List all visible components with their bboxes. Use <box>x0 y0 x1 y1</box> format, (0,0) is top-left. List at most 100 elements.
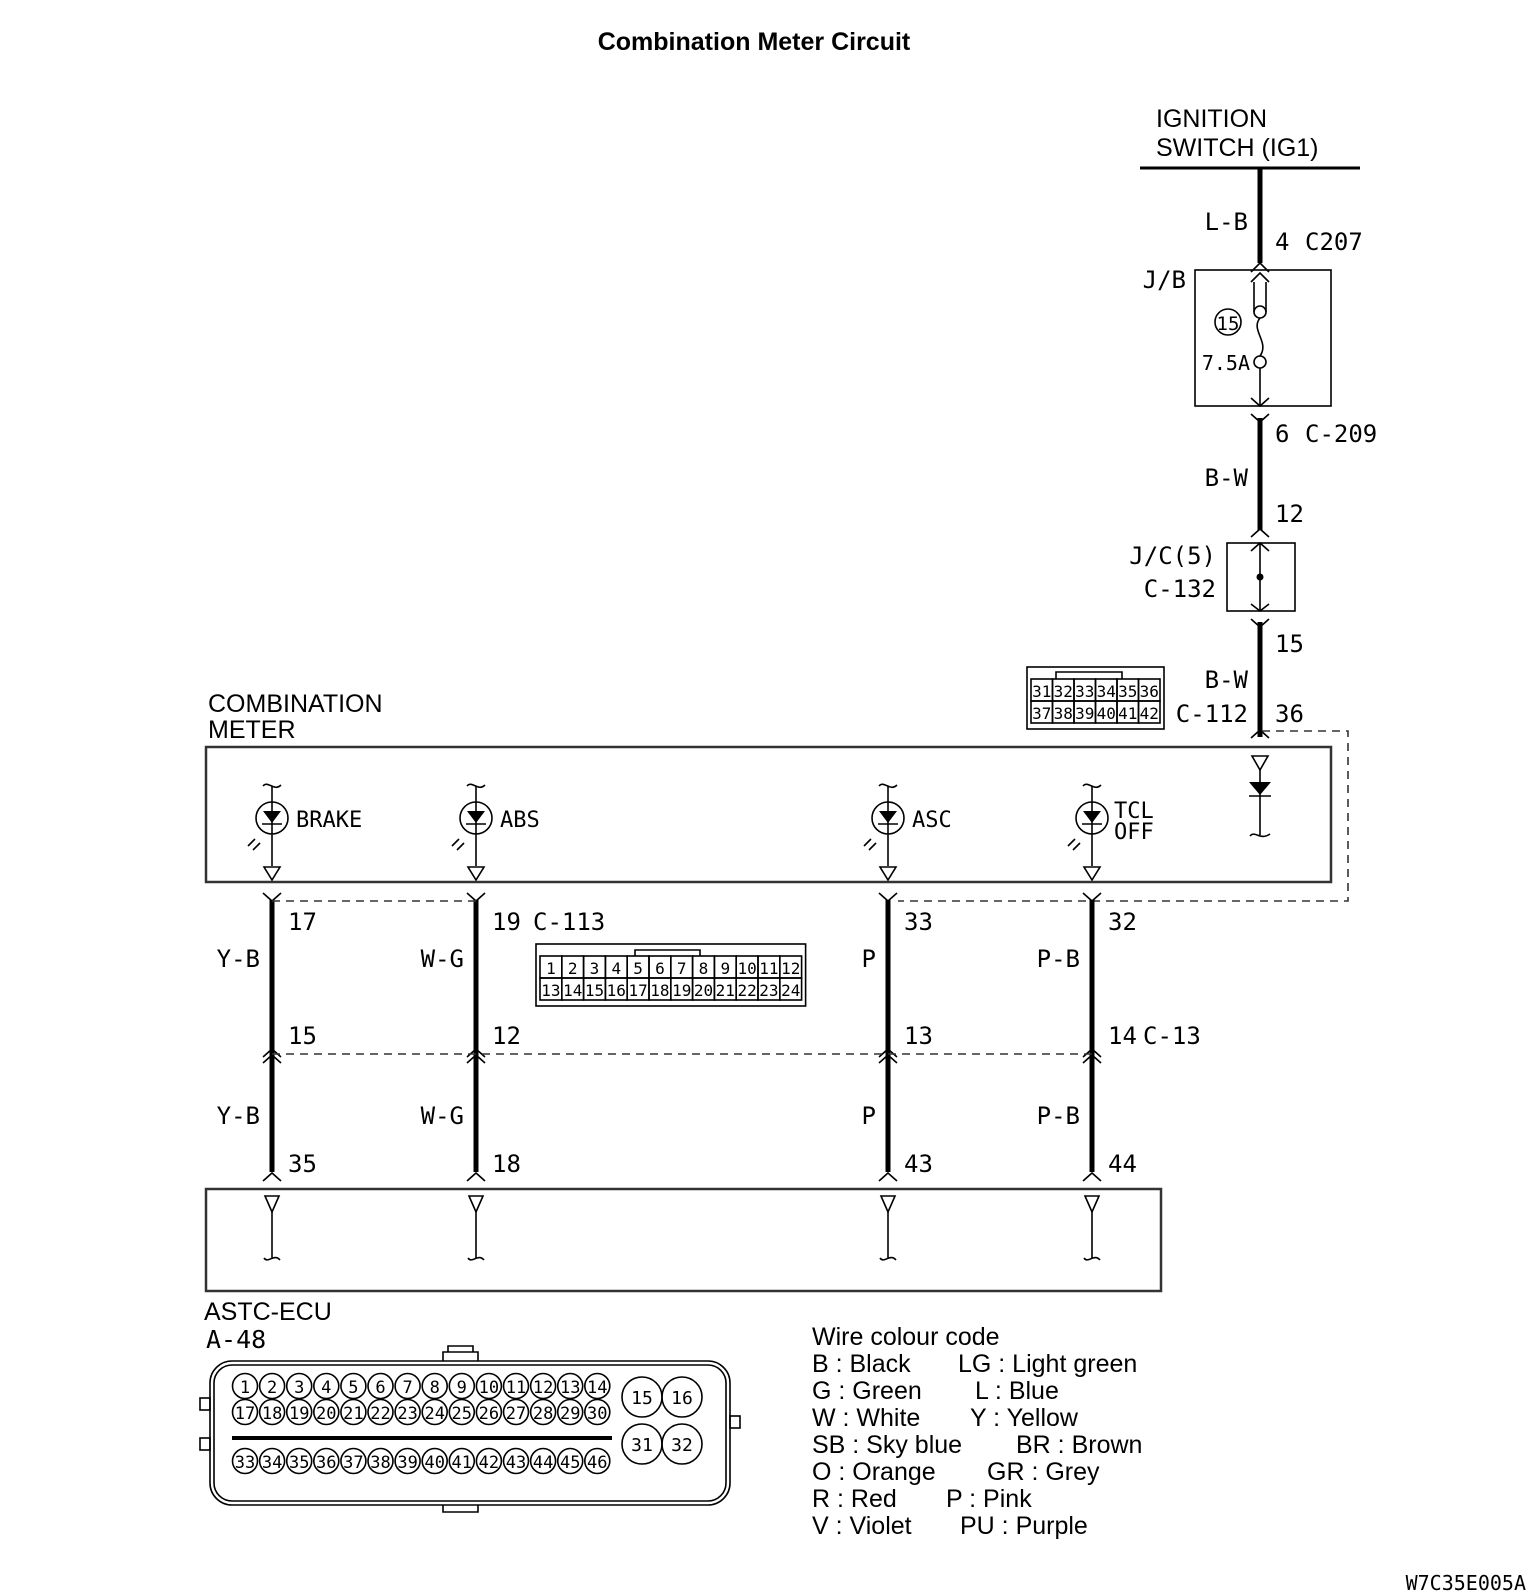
a48-pin-circle <box>556 1372 584 1400</box>
a48-pin-22: 22 <box>370 1404 390 1424</box>
shield-dashed-line-c112 <box>898 730 1349 902</box>
c112-pin-35: 35 <box>1118 682 1137 701</box>
a48-pin-45: 45 <box>560 1453 580 1473</box>
a48-pin-circle <box>367 1372 394 1400</box>
a48-pin-40: 40 <box>424 1453 444 1473</box>
ignition-switch: IGNITION SWITCH (IG1) <box>1140 105 1360 170</box>
a48-tab <box>729 1415 741 1429</box>
legend-entry: W : White <box>812 1404 920 1432</box>
a48-pin-10: 10 <box>479 1378 499 1398</box>
c113-pin-1: 1 <box>546 959 556 978</box>
c112-housing <box>1026 666 1165 730</box>
wire-label-bottom: W-G <box>421 1102 464 1130</box>
legend-entry: GR : Grey <box>987 1458 1100 1486</box>
a48-pin-circle <box>285 1398 313 1426</box>
a48-pin-42: 42 <box>479 1453 499 1473</box>
legend-title: Wire colour code <box>812 1323 1000 1351</box>
a48-pin-circle <box>285 1447 313 1475</box>
a48-pin-15: 15 <box>631 1388 653 1409</box>
c112-pin-38: 38 <box>1054 704 1073 723</box>
wave-icon <box>466 783 486 789</box>
c112-pin-42: 42 <box>1140 704 1159 723</box>
a48-pin-43: 43 <box>506 1453 526 1473</box>
wave-icon <box>1083 1256 1101 1261</box>
c113-pin-11: 11 <box>759 959 778 978</box>
a48-pin-circle <box>258 1372 286 1400</box>
a48-pin-37: 37 <box>343 1453 363 1473</box>
a48-pin-circle <box>285 1372 313 1400</box>
a48-pin-circle <box>448 1398 476 1426</box>
splice-dot <box>1256 573 1264 581</box>
a48-pin-34: 34 <box>262 1453 282 1473</box>
wave-icon <box>262 783 282 789</box>
a48-pin-38: 38 <box>370 1453 390 1473</box>
ecu-pin-label: 44 <box>1108 1150 1137 1178</box>
a48-pin-28: 28 <box>533 1404 553 1424</box>
wire-label-b-w-upper: B-W <box>1205 464 1249 492</box>
lamp-label: TCL <box>1114 799 1154 824</box>
a48-pin-circle <box>421 1447 449 1475</box>
jc-label: J/C(5) <box>1129 542 1216 570</box>
a48-pin-21: 21 <box>343 1404 363 1424</box>
power-feed: L-B 4 C207 J/B 15 7.5A 6 C-209 B-W 12 J/… <box>1129 168 1377 739</box>
c112-pin-31: 31 <box>1032 682 1051 701</box>
c113-key <box>634 949 701 956</box>
lamp-label-2: OFF <box>1114 820 1154 845</box>
a48-pin-circle <box>258 1447 286 1475</box>
a48-pin-circle <box>231 1398 259 1426</box>
a48-housing-inner <box>213 1364 727 1502</box>
warning-lamp-abs: ABS <box>451 783 540 882</box>
a48-pin-circle <box>421 1398 449 1426</box>
wire-label-bottom: Y-B <box>217 1102 260 1130</box>
c112-pin-33: 33 <box>1075 682 1094 701</box>
ecu-name: ASTC-ECU <box>204 1298 332 1326</box>
a48-pin-circle <box>556 1447 584 1475</box>
a48-pin-7: 7 <box>402 1378 412 1398</box>
ecu-pin-label: 18 <box>492 1150 521 1178</box>
c113-pin-13: 13 <box>541 981 560 1000</box>
a48-pin-27: 27 <box>506 1404 526 1424</box>
branch-wires: 17Y-B15Y-B3519W-G12W-G1833P13P4332P-B14P… <box>217 892 1137 1261</box>
fuse-rating: 7.5A <box>1202 351 1250 375</box>
terminal-icon <box>1082 866 1102 882</box>
ecu-terminal-icon <box>467 1195 485 1214</box>
c113-pin-9: 9 <box>720 959 730 978</box>
c113-housing <box>535 943 807 1007</box>
fuse-holder <box>1250 271 1270 312</box>
wire-label-bottom: P <box>862 1102 876 1130</box>
warning-lamp-brake: BRAKE <box>247 783 362 882</box>
a48-pin-44: 44 <box>533 1453 553 1473</box>
junction-block-box <box>1194 269 1332 407</box>
a48-pin-23: 23 <box>397 1404 417 1424</box>
a48-pin-39: 39 <box>397 1453 417 1473</box>
pin-label-15-jc: 15 <box>1275 630 1304 658</box>
fuse-number-circle <box>1214 308 1242 336</box>
warning-lamp-asc: ASC <box>863 783 952 882</box>
c112-pin-41: 41 <box>1118 704 1137 723</box>
c112-pin-34: 34 <box>1097 682 1116 701</box>
a48-pin-circle <box>421 1372 449 1400</box>
a48-pin-24: 24 <box>424 1404 444 1424</box>
light-emission-icon <box>451 838 465 851</box>
jc-connector-label: C-132 <box>1144 575 1216 603</box>
connector-label-c209: C-209 <box>1305 420 1377 448</box>
c13-pin-label: 12 <box>492 1022 521 1050</box>
a48-pin-11: 11 <box>506 1378 526 1398</box>
c13-pin-label: 14 <box>1108 1022 1137 1050</box>
c113-pin-23: 23 <box>759 981 778 1000</box>
lamp-label: BRAKE <box>296 808 362 833</box>
a48-pin-5: 5 <box>348 1378 358 1398</box>
c113-pin-15: 15 <box>585 981 604 1000</box>
legend-entry: B : Black <box>812 1350 911 1378</box>
a48-key-bottom <box>442 1505 479 1513</box>
a48-pin-36: 36 <box>316 1453 336 1473</box>
lamp-circle <box>459 801 493 835</box>
a48-pin-6: 6 <box>375 1378 385 1398</box>
ecu-terminal-icon <box>879 1195 897 1214</box>
c113-pin-22: 22 <box>737 981 756 1000</box>
a48-pin-33: 33 <box>235 1453 255 1473</box>
a48-pin-circle <box>448 1447 476 1475</box>
ecu-pin-label: 35 <box>288 1150 317 1178</box>
led-icon <box>1083 811 1101 823</box>
